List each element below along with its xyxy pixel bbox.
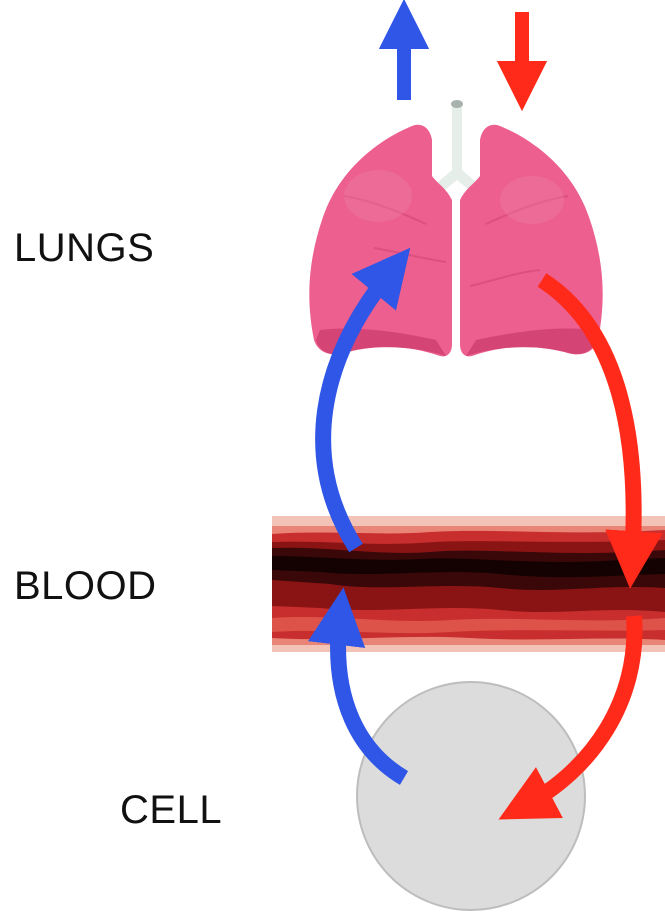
- respiration-diagram: [0, 0, 665, 914]
